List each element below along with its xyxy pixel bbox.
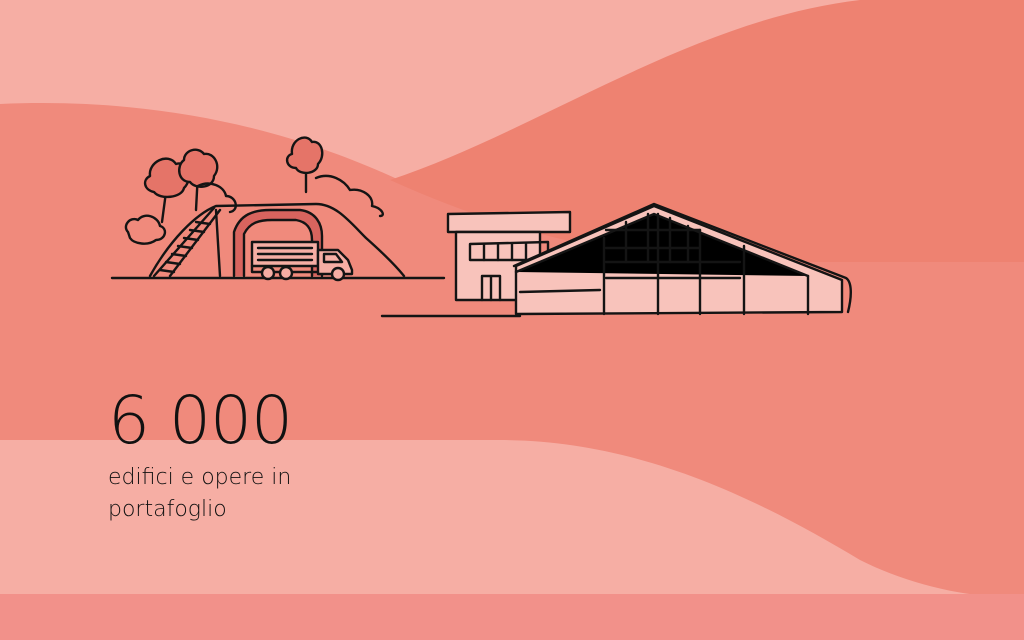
truck-icon	[250, 240, 354, 282]
lower-light-band	[0, 440, 1024, 640]
warehouse-icon	[512, 202, 852, 316]
stat-caption-line-2: portafoglio	[108, 497, 227, 522]
tree-icon	[124, 136, 384, 245]
stat-caption: edifici e opere in portafoglio	[108, 462, 508, 526]
bottom-band	[0, 594, 1024, 640]
stat-caption-line-1: edifici e opere in	[108, 465, 292, 490]
right-slope-band	[390, 0, 1024, 262]
stat-value: 6 000	[108, 382, 293, 459]
stat-block: 6 000 edifici e opere in portafoglio	[108, 384, 508, 526]
